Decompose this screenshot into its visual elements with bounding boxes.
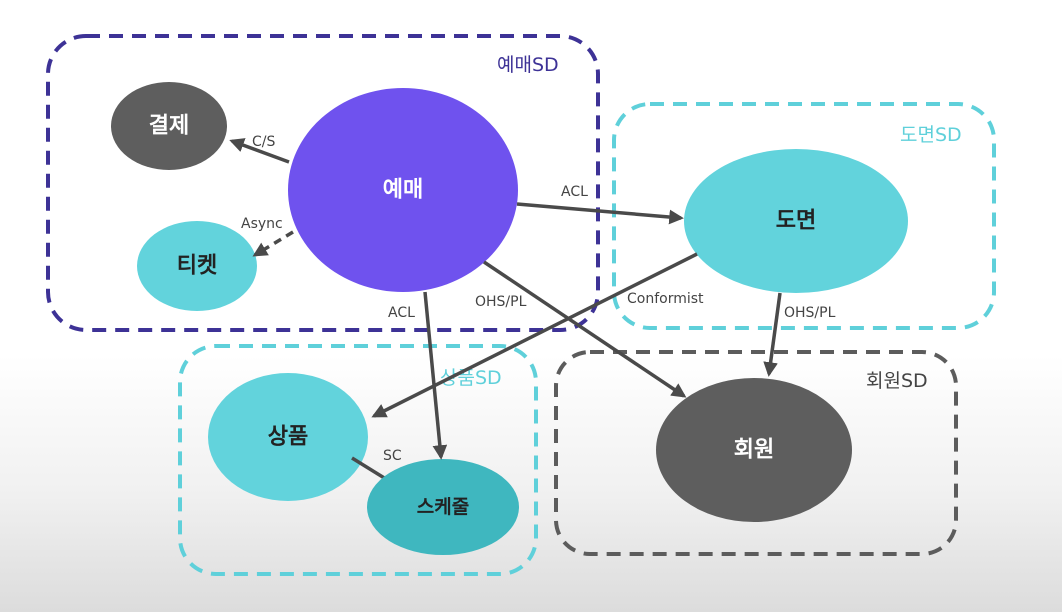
- sangpum-sd-label: 상품SD: [440, 367, 502, 389]
- hoewon-label: 회원: [734, 438, 774, 463]
- ohspl-hoewon-edge: [483, 260, 687, 398]
- yemae-node: [288, 88, 518, 292]
- cs-edge: [229, 138, 290, 164]
- domyeon-node: [684, 149, 908, 293]
- hoewon-node: [656, 378, 852, 522]
- schedule-node: [367, 459, 519, 555]
- acl-domyeon-edge: [516, 202, 684, 225]
- yemae-sd-label: 예매SD: [497, 54, 559, 76]
- ohspl-domyeon-edge: [763, 292, 782, 377]
- sangpum-node: [208, 373, 368, 501]
- ticket-node: [137, 221, 257, 311]
- sangpum-label: 상품: [268, 425, 308, 450]
- cs-edge-label: C/S: [252, 134, 275, 150]
- domyeon-sd-label: 도면SD: [900, 124, 962, 146]
- acl-schedule-edge: [423, 291, 448, 460]
- acl-schedule-label: ACL: [388, 305, 415, 321]
- ohspl-hoewon-label: OHS/PL: [475, 294, 527, 310]
- ticket-label: 티켓: [177, 254, 217, 279]
- yemae-label: 예매: [383, 178, 423, 203]
- acl-domyeon-label: ACL: [561, 184, 588, 200]
- schedule-label: 스케줄: [417, 496, 469, 518]
- async-edge-label: Async: [241, 216, 283, 232]
- conformist-edge: [371, 252, 698, 418]
- conformist-label: Conformist: [627, 291, 704, 307]
- domyeon-label: 도면: [776, 209, 816, 234]
- gyeolje-node: [111, 82, 227, 170]
- gyeolje-label: 결제: [149, 114, 189, 139]
- hoewon-sd-label: 회원SD: [866, 370, 928, 392]
- sangpum-sd-box: [178, 344, 538, 576]
- async-edge: [252, 230, 294, 257]
- hoewon-sd-box: [554, 350, 958, 556]
- yemae-sd-box: [46, 34, 600, 332]
- ohspl-domyeon-label: OHS/PL: [784, 305, 836, 321]
- domyeon-sd-box: [612, 102, 996, 330]
- sc-edge-label: SC: [383, 448, 402, 464]
